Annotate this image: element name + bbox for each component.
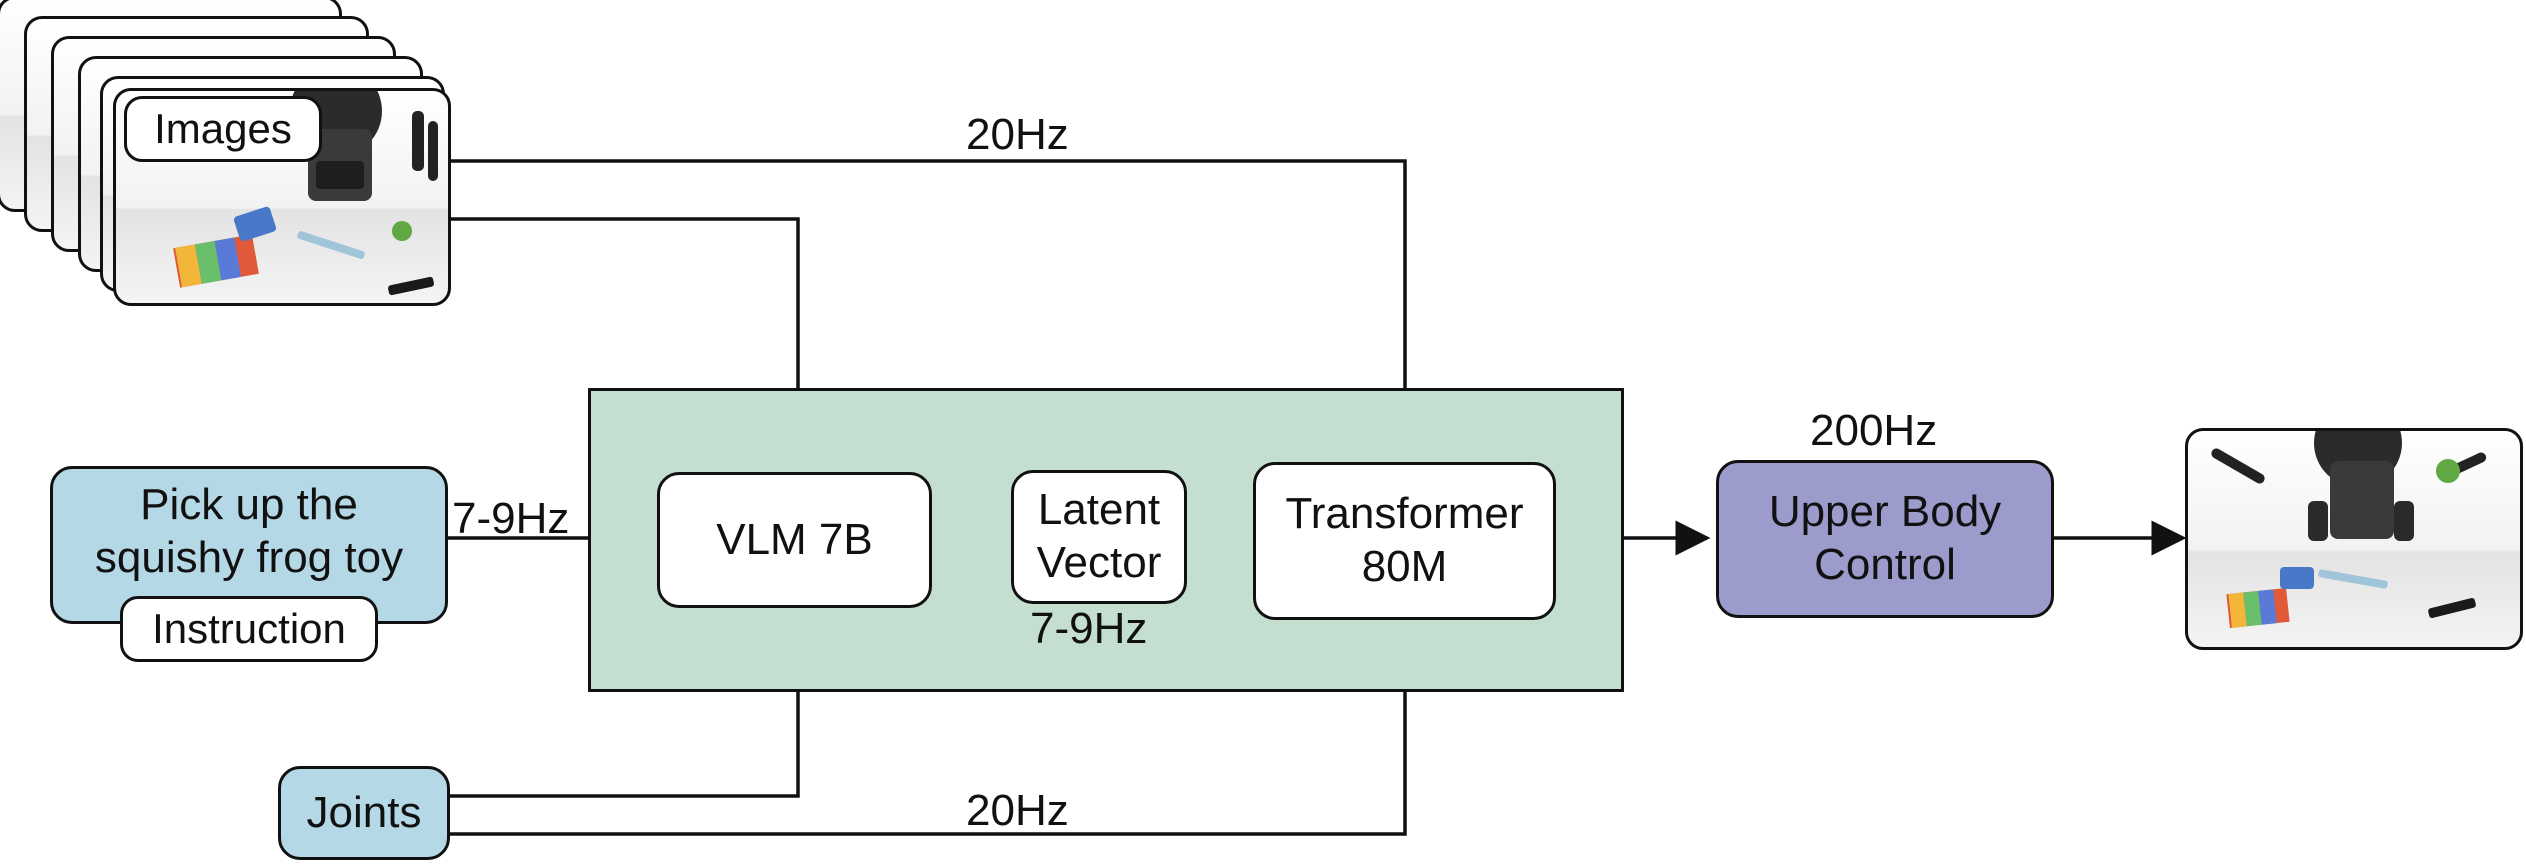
instruction-label-box: Instruction [120,596,378,662]
output-scene-image [2211,431,2487,629]
transformer-box: Transformer 80M [1253,462,1556,620]
rate-joints-to-transformer: 20Hz [966,786,1069,835]
images-label: Images [154,104,292,152]
instruction-text: Pick up the squishy frog toy [94,480,404,582]
transformer-label: Transformer 80M [1285,489,1524,591]
vlm-label: VLM 7B [716,514,873,564]
rate-control: 200Hz [1810,406,1938,455]
joints-label: Joints [306,787,422,837]
images-label-box: Images [124,96,322,162]
instruction-label: Instruction [152,604,346,652]
rate-instruction-to-vlm: 7-9Hz [452,494,570,543]
upper-body-control-box: Upper Body Control [1716,460,2054,618]
images-stack: Images [0,0,460,310]
arrow-joints-to-transformer [448,622,1423,836]
instruction-box: Pick up the squishy frog toy [50,466,448,624]
vlm-box: VLM 7B [657,472,932,608]
control-label: Upper Body Control [1768,487,2002,589]
latent-vector-box: Latent Vector [1011,470,1187,604]
arrow-images-to-transformer [448,159,1423,452]
rate-images-to-transformer: 20Hz [966,110,1069,159]
output-image [2185,428,2523,650]
latent-label: Latent Vector [1036,485,1162,587]
joints-box: Joints [278,766,450,860]
rate-latent: 7-9Hz [1030,604,1148,653]
arrow-images-to-vlm [448,217,816,452]
